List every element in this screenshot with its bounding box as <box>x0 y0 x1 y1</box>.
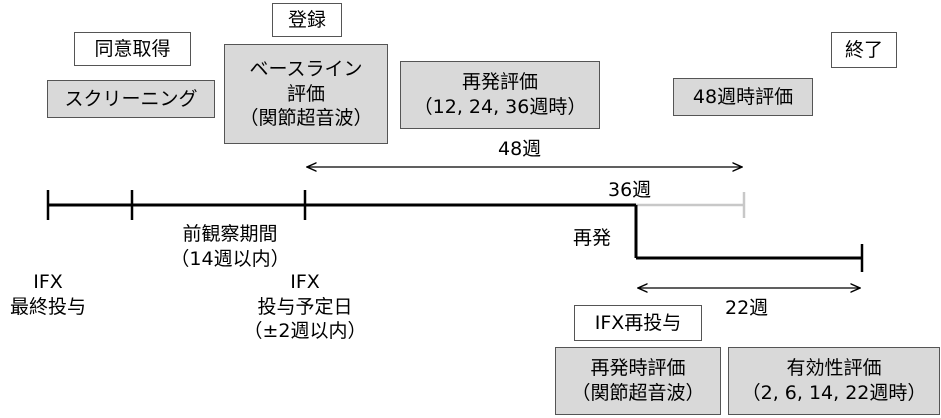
weeks-36-label: 36週 <box>608 179 652 201</box>
baseline-text-3: （関節超音波） <box>239 107 373 130</box>
baseline-text-2: 評価 <box>286 82 325 105</box>
pre-observation-label: 前観察期間 （14週以内） <box>150 222 310 271</box>
pre-observation-text-1: 前観察期間 <box>182 223 278 245</box>
relapse-eval-text-2: （12, 24, 36週時） <box>413 96 587 118</box>
ifx-readmin-text: IFX再投与 <box>594 311 682 334</box>
relapse-time-eval-text-2: （関節超音波） <box>571 382 705 404</box>
end-text: 終了 <box>844 38 883 61</box>
ifx-planned-text-3: （±2週以内） <box>243 320 367 343</box>
weeks-22-label: 22週 <box>725 297 769 319</box>
ifx-last-text-1: IFX <box>33 271 63 293</box>
consent-text: 同意取得 <box>94 37 171 60</box>
efficacy-eval-text-1: 有効性評価 <box>786 357 882 380</box>
relapse-time-eval-text-1: 再発時評価 <box>590 357 686 380</box>
week48-eval-box: 48週時評価 <box>673 78 813 116</box>
efficacy-eval-box: 有効性評価 （2, 6, 14, 22週時） <box>728 347 940 415</box>
efficacy-eval-text-2: （2, 6, 14, 22週時） <box>741 382 927 404</box>
screening-text: スクリーニング <box>64 87 198 110</box>
registration-text: 登録 <box>287 8 326 31</box>
ifx-planned-text-1: IFX <box>290 271 320 293</box>
consent-box: 同意取得 <box>74 32 191 66</box>
baseline-text-1: ベースライン <box>249 57 363 80</box>
ifx-last-dose-label: IFX 最終投与 <box>0 270 96 319</box>
ifx-last-text-2: 最終投与 <box>9 295 86 318</box>
week48-eval-text: 48週時評価 <box>692 85 794 108</box>
ifx-planned-dose-label: IFX 投与予定日 （±2週以内） <box>230 270 380 344</box>
relapse-eval-box: 再発評価 （12, 24, 36週時） <box>400 61 600 129</box>
ifx-readmin-box: IFX再投与 <box>574 305 702 341</box>
screening-box: スクリーニング <box>47 80 215 118</box>
weeks-48-label: 48週 <box>498 138 542 160</box>
registration-box: 登録 <box>272 3 342 37</box>
end-box: 終了 <box>831 32 897 68</box>
pre-observation-text-2: （14週以内） <box>170 247 290 270</box>
ifx-planned-text-2: 投与予定日 <box>257 295 353 318</box>
relapse-eval-text-1: 再発評価 <box>461 71 538 94</box>
baseline-eval-box: ベースライン 評価 （関節超音波） <box>224 44 388 144</box>
relapse-time-eval-box: 再発時評価 （関節超音波） <box>555 347 721 415</box>
relapse-label: 再発 <box>573 227 612 249</box>
